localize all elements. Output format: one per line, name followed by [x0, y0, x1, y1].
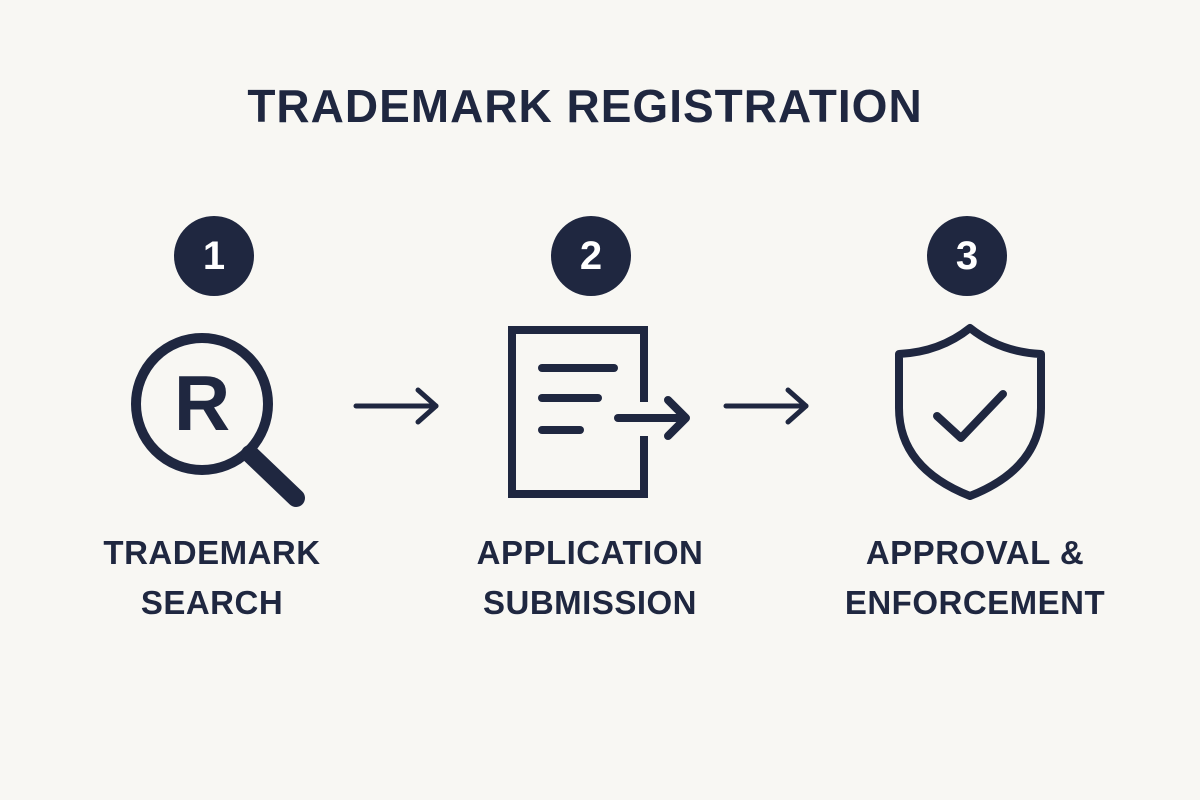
shield-check-icon	[895, 324, 1045, 500]
step-3-label: APPROVAL & ENFORCEMENT	[815, 528, 1135, 628]
step-3-label-line-1: APPROVAL &	[865, 534, 1085, 571]
svg-text:R: R	[174, 359, 230, 447]
step-3-label-line-2: ENFORCEMENT	[844, 584, 1106, 621]
step-1-label-line-2: SEARCH	[140, 584, 284, 621]
step-2-label-line-1: APPLICATION	[476, 534, 704, 571]
registered-search-icon: R	[131, 333, 305, 507]
arrow-right-icon	[723, 387, 809, 425]
diagram-title: TRADEMARK REGISTRATION	[247, 80, 923, 132]
step-3-number-badge: 3	[927, 216, 1007, 296]
step-2-number-badge: 2	[551, 216, 631, 296]
step-1-number-badge: 1	[174, 216, 254, 296]
step-1-label-line-1: TRADEMARK	[103, 534, 321, 571]
step-2-label: APPLICATION SUBMISSION	[430, 528, 750, 628]
step-2-label-line-2: SUBMISSION	[482, 584, 698, 621]
step-1-label: TRADEMARK SEARCH	[52, 528, 372, 628]
arrow-right-icon	[353, 387, 439, 425]
document-submit-icon	[508, 326, 690, 498]
